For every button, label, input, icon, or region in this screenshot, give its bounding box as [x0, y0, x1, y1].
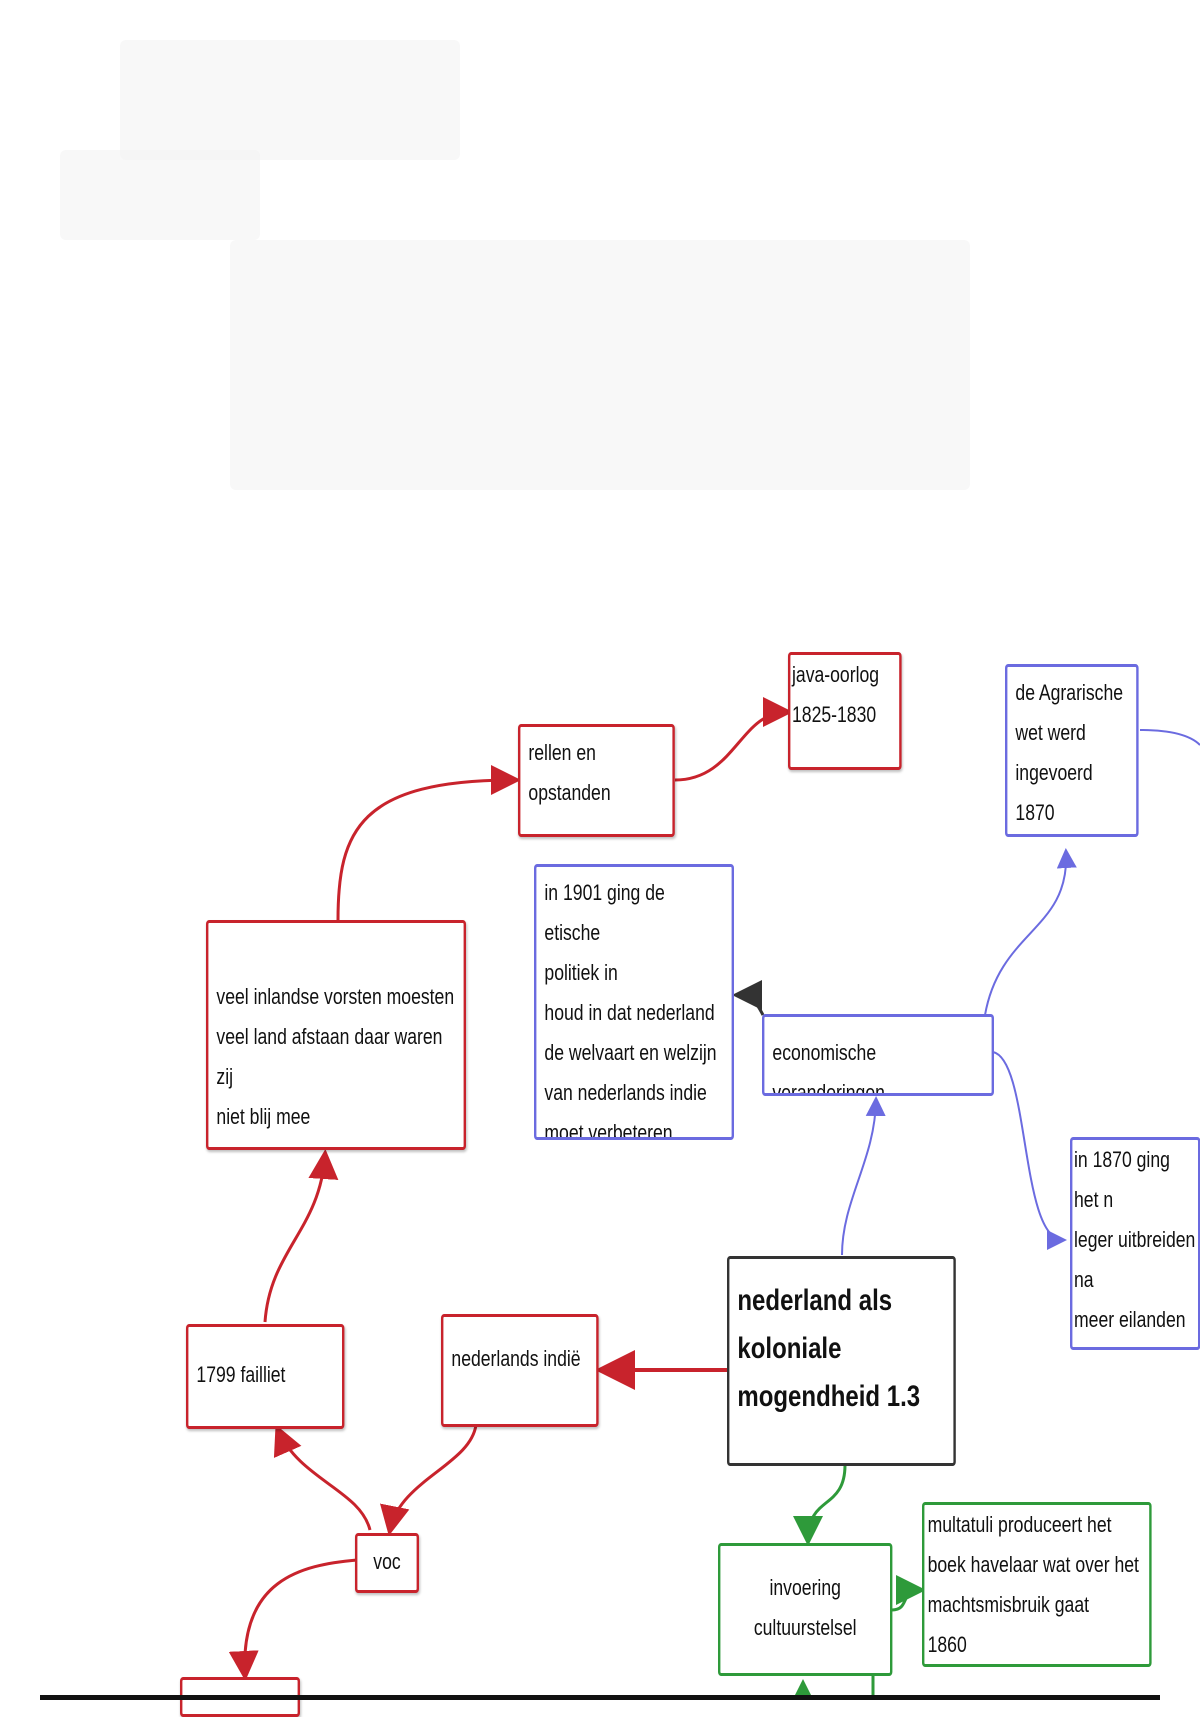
divider-line — [40, 1695, 1160, 1700]
edge-cultuurstelsel-to-multatuli — [891, 1575, 926, 1612]
edge-center-to-economische — [841, 1096, 886, 1256]
edge-economische-to-etische — [732, 980, 765, 1016]
edge-indie-to-voc — [380, 1424, 478, 1536]
node-invoering-cultuurstelsel[interactable]: invoering cultuurstelsel — [718, 1543, 893, 1676]
edge-economische-to-agrarische — [984, 848, 1077, 1016]
edge-vorsten-to-rellen — [336, 765, 521, 921]
node-agrarische-wet[interactable]: de Agrarische wet werd ingevoerd 1870 — [1005, 664, 1139, 837]
node-nederlands-indie[interactable]: nederlands indië — [441, 1314, 599, 1427]
node-leger-1870[interactable]: in 1870 ging het n leger uitbreiden na m… — [1070, 1137, 1200, 1350]
node-rellen-opstanden[interactable]: rellen en opstanden — [518, 724, 675, 837]
edge-failliet-to-vorsten — [263, 1149, 339, 1323]
blurred-text-block — [230, 240, 970, 490]
edge-agrarische-offscreen — [1139, 729, 1200, 746]
node-1799-failliet[interactable]: 1799 failliet — [186, 1324, 345, 1429]
node-etische-politiek[interactable]: in 1901 ging de etische politiek in houd… — [534, 864, 734, 1140]
node-multatuli[interactable]: multatuli produceert het boek havelaar w… — [922, 1502, 1152, 1667]
node-voc[interactable]: voc — [355, 1533, 419, 1593]
edge-economische-to-leger — [992, 1051, 1067, 1250]
blurred-header-block — [120, 40, 460, 160]
blurred-header-block — [60, 150, 260, 240]
edge-center-to-cultuurstelsel — [793, 1464, 847, 1546]
node-java-oorlog[interactable]: java-oorlog 1825-1830 — [788, 652, 902, 770]
node-inlandse-vorsten[interactable]: veel inlandse vorsten moesten veel land … — [206, 920, 466, 1150]
node-center-topic[interactable]: nederland als koloniale mogendheid 1.3 — [727, 1256, 956, 1466]
node-economische-veranderingen[interactable]: economische veranderingen — [762, 1014, 994, 1096]
edge-voc-to-failliet — [273, 1424, 372, 1531]
edge-rellen-to-java — [674, 697, 793, 782]
edge-voc-to-bottom — [228, 1558, 358, 1681]
